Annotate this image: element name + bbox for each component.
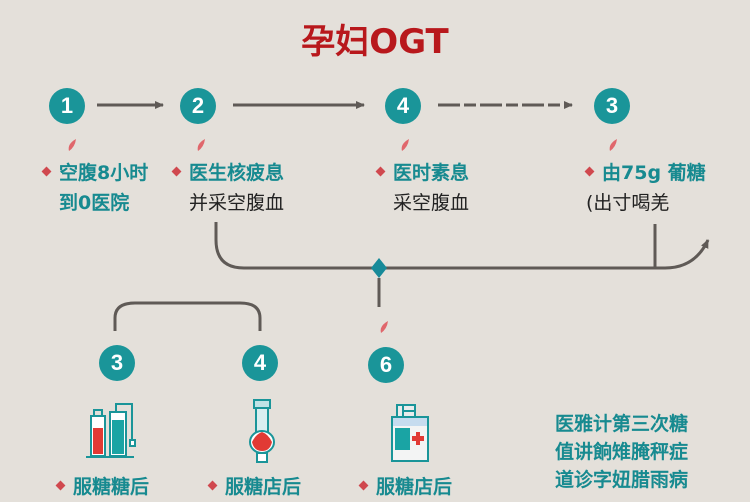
test-tubes-icon	[86, 403, 136, 458]
leaf-icon	[68, 139, 76, 151]
bullet-icon	[375, 166, 386, 177]
step-number-badge: 4	[385, 88, 421, 124]
leaf-icon	[401, 139, 409, 151]
step-number-badge: 4	[242, 345, 278, 381]
step-number-badge: 1	[49, 88, 85, 124]
leaf-icon	[380, 321, 388, 333]
result-note: 医雅计第三次糖 值讲餉雉腌秤症 道诊字妞腊雨病	[555, 413, 689, 491]
leaf-icon	[609, 139, 617, 151]
flask-icon	[249, 399, 275, 463]
bullet-icon	[584, 166, 595, 177]
step-number-badge: 6	[368, 347, 404, 383]
medicine-bottle-icon	[391, 404, 429, 462]
bullet-icon	[358, 480, 369, 491]
bullet-icon	[207, 480, 218, 491]
bullet-icon	[41, 166, 52, 177]
junction-node	[371, 258, 387, 278]
step-number-badge: 3	[99, 345, 135, 381]
page-title: 孕妇OGT	[301, 22, 449, 62]
bullet-icon	[55, 480, 66, 491]
leaf-icon	[197, 139, 205, 151]
step-number-badge: 3	[594, 88, 630, 124]
bullet-icon	[171, 166, 182, 177]
step-number-badge: 2	[180, 88, 216, 124]
